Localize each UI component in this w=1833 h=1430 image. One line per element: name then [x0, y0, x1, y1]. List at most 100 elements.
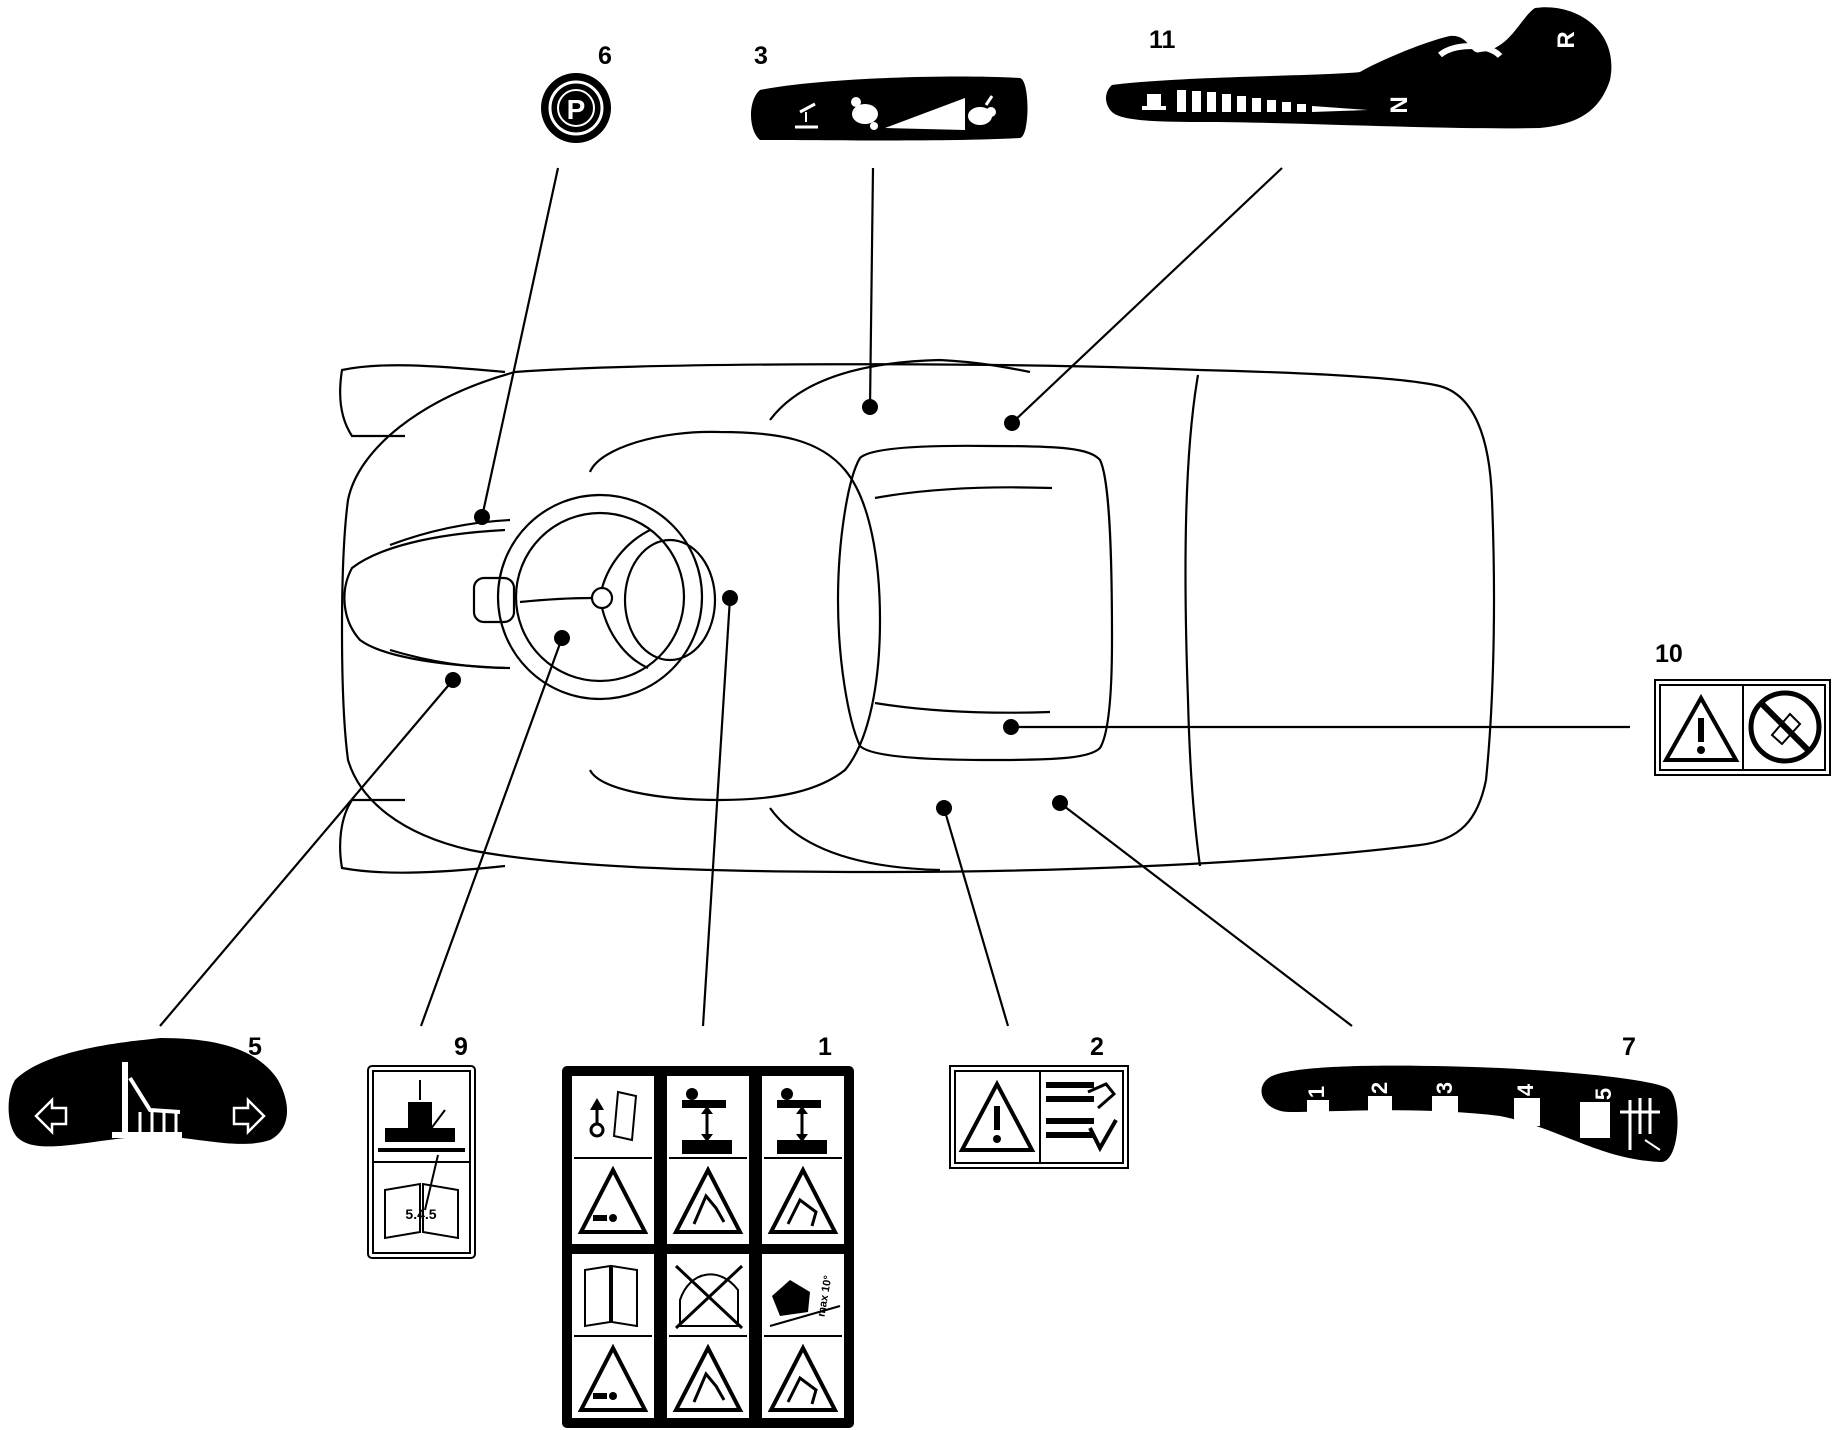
- dot-6: [474, 509, 490, 525]
- remove-key-icon: [589, 1090, 638, 1142]
- callout-11: 11: [1149, 26, 1176, 54]
- mower-body: [339, 358, 1496, 874]
- warning-triangle-icon: [958, 1079, 1036, 1152]
- leader-3: [868, 167, 875, 408]
- decal-2-hand-warning: [949, 1065, 1129, 1169]
- decal-5-implement: [8, 1038, 288, 1147]
- turtle-icon: [851, 97, 878, 130]
- front-bumper-bottom: [339, 798, 506, 874]
- callout-5: 5: [248, 1033, 262, 1061]
- steering-wheel-inner: [514, 511, 686, 683]
- operator-distance-icon: [682, 1088, 732, 1154]
- svg-text:2: 2: [1367, 1082, 1392, 1094]
- height-marker-2: 2: [1367, 1082, 1392, 1112]
- body-outline: [340, 363, 1496, 874]
- dash-bottom: [389, 648, 511, 670]
- leader-2: [942, 807, 1010, 1027]
- callout-9: 9: [454, 1033, 468, 1061]
- callout-3: 3: [754, 42, 768, 70]
- leader-9: [419, 637, 564, 1027]
- height-marker-1: 1: [1304, 1086, 1329, 1112]
- steering-spoke-left: [519, 596, 593, 604]
- leader-11: [1011, 167, 1283, 424]
- dot-5: [445, 672, 461, 688]
- dot-2: [936, 800, 952, 816]
- dot-3: [862, 399, 878, 415]
- decal-7-cutting-height: 1 2 3 4 5: [1261, 1065, 1678, 1162]
- gear-reverse-label: R: [1553, 31, 1580, 48]
- leader-6: [480, 167, 560, 518]
- no-hands-icon: [1748, 690, 1822, 764]
- fender-lower: [769, 807, 941, 872]
- svg-text:1: 1: [1304, 1086, 1329, 1098]
- decal-6-parking-brake: P: [541, 73, 611, 143]
- svg-text:5: 5: [1591, 1088, 1616, 1100]
- no-passengers-icon: [674, 1264, 744, 1330]
- steering-spoke-lower: [600, 607, 649, 670]
- height-marker-3: 3: [1432, 1082, 1458, 1116]
- rollover-hazard-triangle-icon: [767, 1165, 839, 1234]
- grass-height-icon: [1620, 1098, 1661, 1151]
- callout-6: 6: [598, 42, 612, 70]
- warning-triangle-icon: [1662, 693, 1740, 762]
- decal-3-throttle: [751, 76, 1028, 141]
- callout-2: 2: [1090, 1033, 1104, 1061]
- fender: [769, 358, 1031, 421]
- arrow-left-icon: [34, 1096, 68, 1136]
- mower-deck-icon: [112, 1062, 182, 1138]
- manual-book-icon: [384, 1154, 459, 1240]
- dot-7: [1052, 795, 1068, 811]
- rear-cover-seam: [1184, 374, 1202, 867]
- tractor-icon: [1142, 94, 1166, 110]
- dot-11: [1004, 415, 1020, 431]
- manual-section-label: 5.4.5: [405, 1206, 436, 1222]
- callout-numbers: 6 3 11 10 5 9 1 2 7: [248, 26, 1683, 1061]
- rollover-hazard-triangle-icon: [767, 1343, 839, 1412]
- seat-front-line: [874, 701, 1051, 714]
- callout-7: 7: [1622, 1033, 1636, 1061]
- blade-hazard-triangle-icon: [672, 1343, 744, 1412]
- hand-crush-icon: [1046, 1082, 1118, 1153]
- parking-brake-letter: P: [567, 94, 586, 125]
- dot-1: [722, 590, 738, 606]
- decal-1-safety-grid: max 10°: [562, 1066, 854, 1428]
- throttle-choke-icon: [795, 102, 818, 129]
- height-marker-5: 5: [1580, 1088, 1616, 1138]
- dash-top: [389, 518, 511, 547]
- manual-book-icon: [584, 1264, 638, 1328]
- svg-text:3: 3: [1432, 1082, 1457, 1094]
- steering-hub: [590, 586, 614, 610]
- dash-pod: [623, 538, 717, 662]
- steering-spoke-upper: [600, 529, 651, 589]
- cutting-height-icon: [378, 1080, 465, 1152]
- speed-wedge: [885, 98, 965, 130]
- decal-9-manual: 5.4.5: [367, 1065, 476, 1259]
- leader-5: [159, 679, 454, 1027]
- seat: [836, 444, 1114, 762]
- front-nose: [343, 528, 506, 670]
- blade-hazard-triangle-icon: [672, 1165, 744, 1234]
- leader-7: [1059, 802, 1353, 1027]
- hood: [588, 430, 882, 802]
- gear-neutral-label: N: [1386, 96, 1413, 113]
- steering-column: [472, 576, 516, 624]
- leader-lines: [159, 167, 1630, 1027]
- warning-triangle-icon: [577, 1165, 649, 1234]
- front-bumper-top: [339, 364, 506, 438]
- callout-10: 10: [1655, 640, 1683, 668]
- hare-icon: [968, 95, 996, 125]
- dot-10: [1003, 719, 1019, 735]
- operator-distance-icon-2: [777, 1088, 827, 1154]
- height-marker-4: 4: [1513, 1083, 1540, 1126]
- callout-1: 1: [818, 1033, 832, 1061]
- dot-9: [554, 630, 570, 646]
- decal-11-gear-selector: N R: [1106, 7, 1612, 129]
- leader-1: [701, 597, 732, 1027]
- arrow-right-icon: [232, 1096, 266, 1136]
- steering-wheel-outer: [496, 493, 704, 701]
- speed-bars: [1177, 90, 1368, 112]
- svg-text:4: 4: [1513, 1083, 1538, 1096]
- seat-backrest-line: [874, 486, 1053, 500]
- decal-10-warning: [1654, 679, 1831, 776]
